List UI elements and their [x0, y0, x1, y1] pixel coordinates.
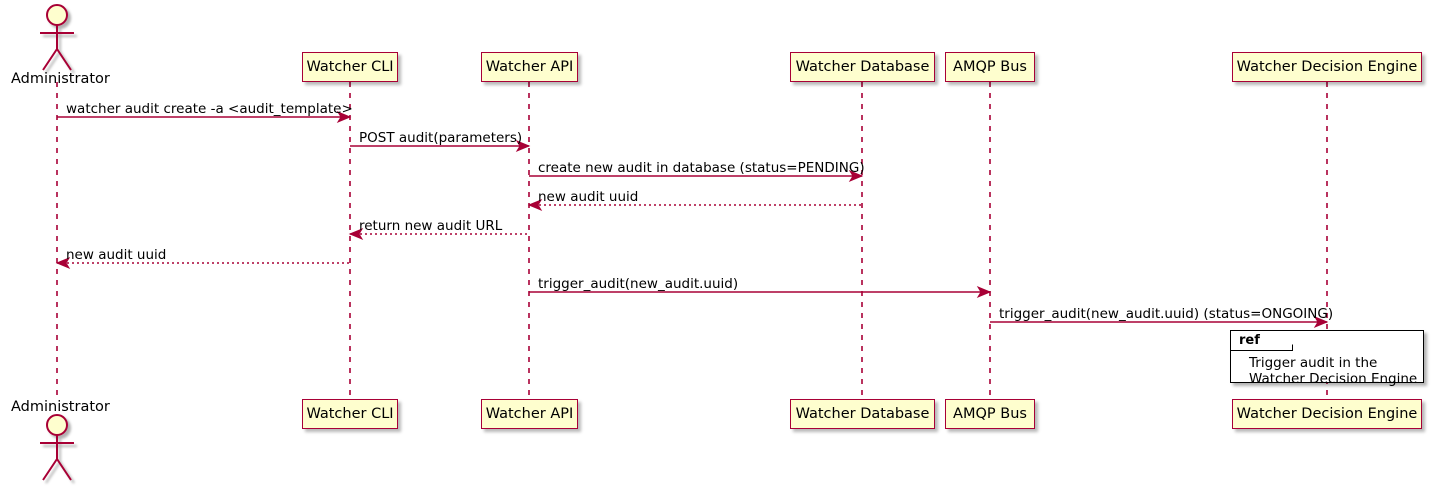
arrow-head-message-return-new-audit-url [348, 227, 364, 241]
ref-keyword-label: ref [1239, 333, 1260, 348]
participant-watcher-cli-top[interactable]: Watcher CLI [302, 52, 398, 82]
arrow-head-message-trigger-audit-ongoing [1313, 315, 1329, 329]
label-message-return-new-audit-url: return new audit URL [359, 218, 503, 234]
label-message-post-audit: POST audit(parameters) [359, 130, 523, 146]
actor-label-administrator-top: Administrator [11, 71, 110, 87]
label-message-new-audit-uuid-cli: new audit uuid [66, 247, 167, 263]
label-message-watcher-audit-create: watcher audit create -a <audit_template> [66, 101, 353, 117]
participant-watcher-api-top[interactable]: Watcher API [481, 52, 578, 82]
label-message-trigger-audit: trigger_audit(new_audit.uuid) [538, 276, 739, 292]
arrow-head-message-new-audit-uuid-db [527, 198, 543, 212]
label-message-create-new-audit: create new audit in database (status=PEN… [538, 160, 865, 176]
participant-watcher-decision-engine-top[interactable]: Watcher Decision Engine [1232, 52, 1422, 82]
participant-watcher-cli-bottom[interactable]: Watcher CLI [302, 399, 398, 429]
participant-amqp-bus-top[interactable]: AMQP Bus [945, 52, 1035, 82]
label-message-trigger-audit-ongoing: trigger_audit(new_audit.uuid) (status=ON… [999, 306, 1334, 322]
participant-watcher-database-top[interactable]: Watcher Database [790, 52, 935, 82]
arrow-head-message-new-audit-uuid-cli [55, 256, 71, 270]
arrow-head-message-create-new-audit [848, 169, 864, 183]
participant-amqp-bus-bottom[interactable]: AMQP Bus [945, 399, 1035, 429]
arrow-head-message-post-audit [515, 139, 531, 153]
participant-watcher-api-bottom[interactable]: Watcher API [481, 399, 578, 429]
actor-glyph-administrator-top [40, 4, 74, 71]
participant-watcher-database-bottom[interactable]: Watcher Database [790, 399, 935, 429]
arrow-head-message-trigger-audit [976, 285, 992, 299]
ref-body-line-0: Trigger audit in the [1249, 355, 1378, 371]
ref-body-line-1: Watcher Decision Engine [1249, 371, 1418, 387]
actor-glyph-administrator-bottom [40, 414, 74, 481]
participant-watcher-decision-engine-bottom[interactable]: Watcher Decision Engine [1232, 399, 1422, 429]
arrow-head-message-watcher-audit-create [336, 110, 352, 124]
label-message-new-audit-uuid-db: new audit uuid [538, 189, 639, 205]
actor-label-administrator-bottom: Administrator [11, 399, 110, 415]
